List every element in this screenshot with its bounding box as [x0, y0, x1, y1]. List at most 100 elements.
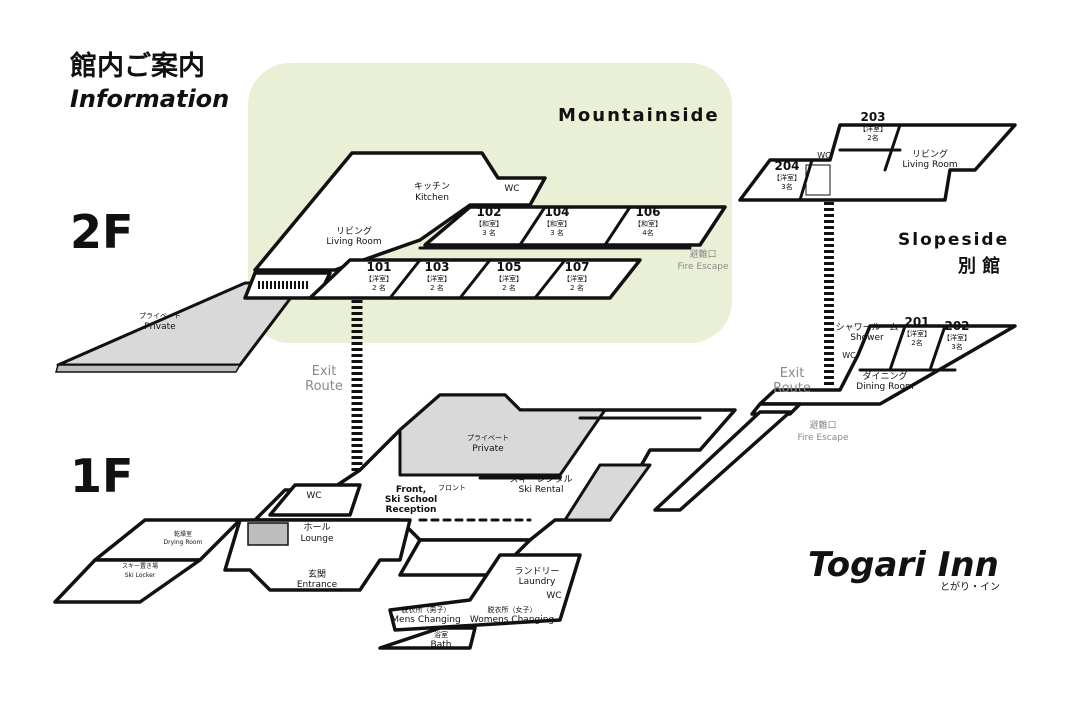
- living-ja-annex: リビング: [912, 148, 948, 160]
- brand-kana: とがり・イン: [940, 580, 1000, 593]
- floor-2f-plan: [55, 151, 727, 373]
- svg-text:2 名: 2 名: [502, 283, 516, 292]
- annex-lower-block: [758, 324, 1017, 406]
- dining-ja: ダイニング: [862, 370, 907, 382]
- living-ja-2f: リビング: [336, 225, 372, 237]
- kitchen-en: Kitchen: [415, 193, 449, 203]
- ski-locker: [53, 558, 202, 604]
- floor-label-2f: 2F: [70, 205, 133, 259]
- room-104: 104 【和室】 3 名: [543, 205, 571, 237]
- bath: [378, 626, 477, 650]
- laundry-en: Laundry: [519, 577, 556, 587]
- private-en-1f: Private: [472, 444, 504, 454]
- svg-text:2名: 2名: [867, 133, 878, 142]
- svg-text:【洋室】: 【洋室】: [903, 329, 931, 338]
- svg-text:【洋室】: 【洋室】: [943, 333, 971, 342]
- floor-label-1f: 1F: [70, 449, 133, 503]
- svg-text:105: 105: [496, 260, 521, 274]
- svg-text:3名: 3名: [781, 182, 792, 191]
- svg-text:204: 204: [774, 159, 799, 173]
- svg-text:【洋室】: 【洋室】: [773, 173, 801, 182]
- ski-rental-ja: スキーレンタル: [509, 474, 572, 485]
- svg-text:104: 104: [544, 205, 569, 219]
- shower-ja: シャワールーム: [836, 322, 899, 333]
- wc-1f-bath: WC: [546, 591, 561, 601]
- svg-text:101: 101: [366, 260, 391, 274]
- mens-en: Mens Changing: [391, 615, 460, 625]
- front-1: Front,: [396, 485, 426, 495]
- svg-text:107: 107: [564, 260, 589, 274]
- room-204: 204 【洋室】 3名: [773, 159, 801, 191]
- svg-text:2 名: 2 名: [372, 283, 386, 292]
- wc-block-1f: [268, 483, 362, 517]
- locker-en: Ski Locker: [125, 572, 156, 579]
- svg-text:106: 106: [635, 205, 660, 219]
- exit-route-left-2: Route: [305, 379, 343, 394]
- private-ja-2f: プライベート: [139, 312, 181, 320]
- floor-1f-plan: [53, 393, 792, 650]
- fire-escape-en-1f: Fire Escape: [797, 433, 848, 443]
- title-en: Information: [70, 85, 229, 113]
- private-1f: [398, 393, 607, 477]
- entrance-ja: 玄関: [308, 568, 326, 580]
- room-103: 103 【洋室】 2 名: [423, 260, 451, 292]
- svg-text:【和室】: 【和室】: [634, 219, 662, 228]
- exit-route-right-2: Route: [773, 381, 811, 396]
- svg-text:4名: 4名: [642, 228, 653, 237]
- entrance-en: Entrance: [297, 580, 338, 590]
- fire-escape-en-2f: Fire Escape: [677, 262, 728, 272]
- room-101: 101 【洋室】 2 名: [365, 260, 393, 292]
- room-201: 201 【洋室】 2名: [903, 315, 931, 347]
- fire-escape-ja-1f: 避難口: [809, 419, 836, 431]
- living-en-annex: Living Room: [902, 160, 957, 170]
- wc-annex-upper: WC: [817, 151, 831, 160]
- svg-text:【洋室】: 【洋室】: [859, 124, 887, 133]
- drying-en: Drying Room: [164, 539, 203, 546]
- shower-en: Shower: [850, 333, 884, 343]
- svg-text:【和室】: 【和室】: [543, 219, 571, 228]
- dining-en: Dining Room: [856, 382, 914, 392]
- front-3: Reception: [386, 505, 437, 515]
- ski-rental-en: Ski Rental: [519, 485, 564, 495]
- svg-text:【洋室】: 【洋室】: [563, 274, 591, 283]
- rooms-102-106-block: [423, 205, 727, 247]
- exit-route-left-1: Exit: [312, 364, 337, 379]
- living-kitchen-block: [253, 151, 547, 272]
- bath-ja: 浴室: [434, 630, 448, 639]
- svg-text:2名: 2名: [911, 338, 922, 347]
- annex-upper-plan: [738, 123, 1017, 202]
- room-107: 107 【洋室】 2 名: [563, 260, 591, 292]
- svg-text:3 名: 3 名: [550, 228, 564, 237]
- fire-escape-ja-2f: 避難口: [689, 248, 716, 260]
- brand-name: Togari Inn: [808, 545, 999, 585]
- lounge-ja: ホール: [303, 522, 330, 533]
- svg-text:3名: 3名: [951, 342, 962, 351]
- room-105: 105 【洋室】 2 名: [495, 260, 523, 292]
- annex-upper-block: [738, 123, 1017, 202]
- laundry-ja: ランドリー: [514, 566, 559, 577]
- walkway-1f: [653, 410, 792, 512]
- svg-text:【和室】: 【和室】: [475, 219, 503, 228]
- svg-text:202: 202: [944, 319, 969, 333]
- bath-en: Bath: [431, 640, 452, 650]
- wc-1f: WC: [306, 491, 321, 501]
- room-203: 203 【洋室】 2名: [859, 110, 887, 142]
- room-202: 202 【洋室】 3名: [943, 319, 971, 351]
- wc-annex-lower: WC: [842, 351, 856, 360]
- annex-lower-plan: [758, 324, 1017, 406]
- svg-text:203: 203: [860, 110, 885, 124]
- svg-text:【洋室】: 【洋室】: [495, 274, 523, 283]
- womens-en: Womens Changing: [470, 615, 554, 625]
- svg-text:102: 102: [476, 205, 501, 219]
- front-2: Ski School: [385, 495, 437, 505]
- svg-text:2 名: 2 名: [570, 283, 584, 292]
- private-ja-1f: プライベート: [467, 434, 509, 442]
- laundry-changing: [388, 553, 582, 632]
- svg-text:【洋室】: 【洋室】: [423, 274, 451, 283]
- locker-ja: スキー置き場: [122, 562, 158, 570]
- title-ja: 館内ご案内: [70, 50, 205, 82]
- living-en-2f: Living Room: [326, 237, 381, 247]
- front-ja: フロント: [438, 484, 466, 492]
